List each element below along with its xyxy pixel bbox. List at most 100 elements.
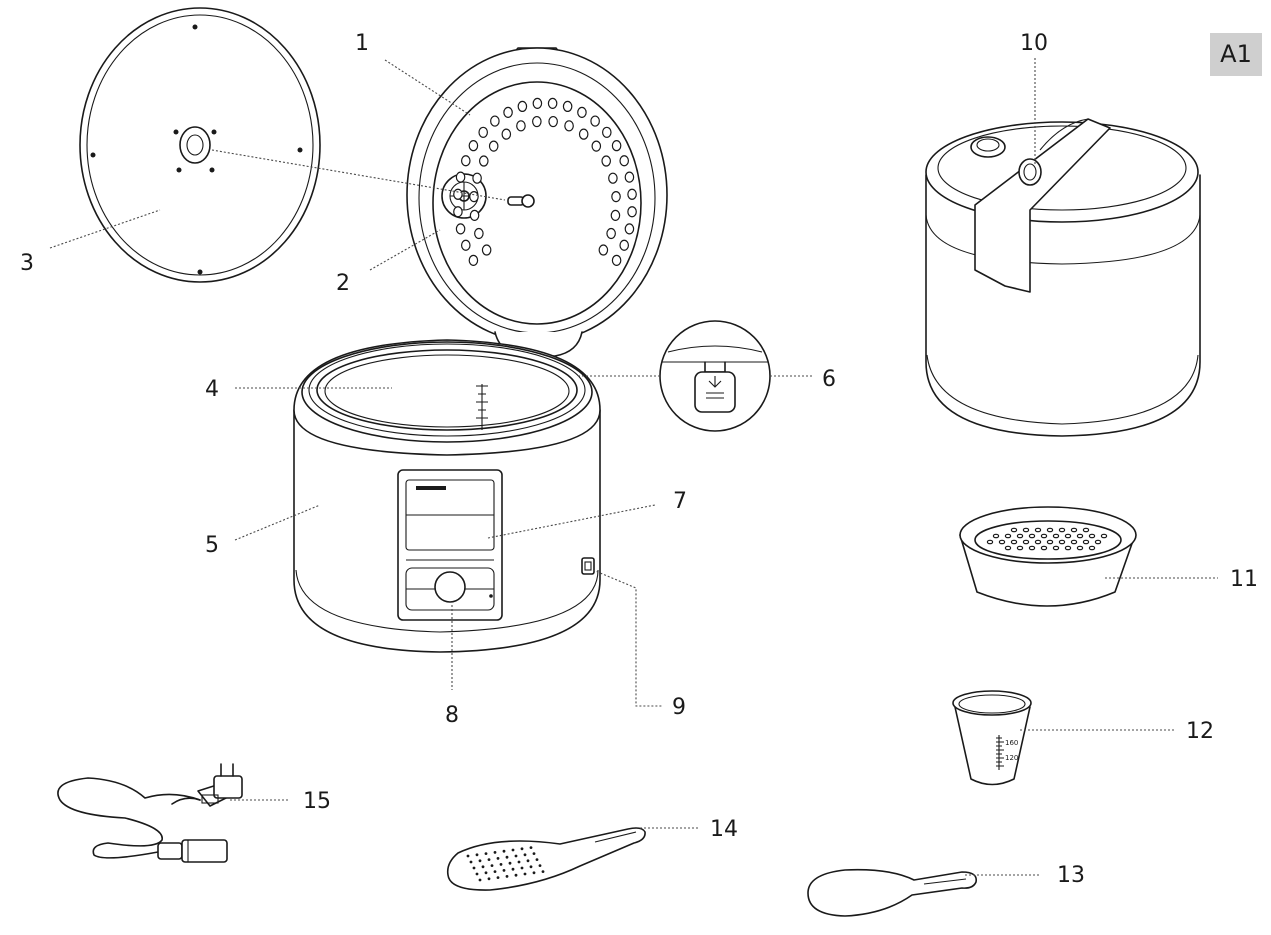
steamer-hole <box>1034 539 1042 545</box>
spatula-slot <box>496 876 500 879</box>
steamer-hole <box>1028 533 1036 539</box>
spatula-slot <box>520 847 524 851</box>
vent-hole <box>610 209 621 221</box>
callout-labels: 1 2 3 4 5 6 7 8 9 10 11 12 13 14 15 <box>20 31 1258 888</box>
spatula-slot <box>511 848 515 852</box>
vent-hole <box>472 172 482 184</box>
vent-hole <box>469 209 480 221</box>
spatula-slot <box>499 863 503 866</box>
spatula-slot <box>496 857 500 860</box>
opened-lid <box>406 47 668 357</box>
vent-hole <box>577 106 587 118</box>
steamer-hole <box>1070 539 1078 545</box>
spatula-slot <box>532 852 536 855</box>
vent-hole <box>516 120 526 132</box>
callout-13: 13 <box>1057 863 1085 888</box>
callout-11: 11 <box>1230 567 1258 592</box>
steamer-hole <box>1052 545 1060 551</box>
steamer-hole <box>998 539 1006 545</box>
figure-label-badge: A1 <box>1210 33 1262 76</box>
spatula-slot <box>478 859 482 863</box>
spatula-slot <box>523 853 527 857</box>
vent-hole <box>619 239 630 251</box>
spatula-slot <box>511 867 515 871</box>
vent-hole <box>503 106 513 118</box>
lid-latch-detail <box>659 320 771 432</box>
spatula-slot <box>475 872 479 876</box>
steamer-hole <box>1064 533 1072 539</box>
spatula-slot <box>475 853 479 857</box>
spatula-slot <box>487 877 491 881</box>
vent-hole <box>611 140 622 152</box>
vent-hole <box>547 97 558 109</box>
steamer-hole <box>1088 545 1096 551</box>
steamer-hole <box>1070 527 1078 533</box>
spatula-slot <box>484 871 488 875</box>
inner-lid-plate <box>79 7 321 283</box>
vent-hole <box>453 188 463 200</box>
vent-hole <box>481 244 492 256</box>
callout-5: 5 <box>205 533 219 558</box>
callout-3: 3 <box>20 251 34 276</box>
control-knob <box>434 571 466 603</box>
steamer-hole <box>1040 545 1048 551</box>
steamer-holes <box>986 527 1108 551</box>
vent-hole <box>598 244 609 256</box>
callout-2: 2 <box>336 271 350 296</box>
vent-hole <box>562 100 573 113</box>
spatula-slot <box>541 870 545 873</box>
steamer-hole <box>1064 545 1072 551</box>
measuring-cup: 160 120 <box>952 690 1032 786</box>
spatula-slot <box>520 866 524 870</box>
leader-lines <box>49 58 1218 876</box>
vent-hole <box>602 126 612 138</box>
vent-hole <box>532 97 543 109</box>
spatula-slot <box>517 860 521 864</box>
vent-hole <box>488 140 499 152</box>
vent-hole <box>611 254 622 266</box>
steamer-hole <box>1046 527 1054 533</box>
steamer-basket <box>959 506 1137 607</box>
vent-hole <box>455 223 466 235</box>
vent-hole <box>591 140 602 152</box>
callout-15: 15 <box>303 789 331 814</box>
vent-hole <box>460 155 471 167</box>
cup-mark-120: 120 <box>1005 754 1018 762</box>
steamer-hole <box>1022 527 1030 533</box>
callout-14: 14 <box>710 817 738 842</box>
callout-8: 8 <box>445 703 459 728</box>
spatula-slot <box>487 858 491 861</box>
spatula-slot <box>502 869 506 872</box>
steamer-hole <box>1094 539 1102 545</box>
spatula-slot <box>469 860 473 864</box>
steamer-hole <box>1040 533 1048 539</box>
steamer-hole <box>1034 527 1042 533</box>
spatula-slot <box>514 873 518 877</box>
spatula-slot <box>481 865 485 869</box>
spatula-slot <box>526 859 530 863</box>
cup-mark-160: 160 <box>1005 739 1018 747</box>
spatula-slots <box>466 846 545 882</box>
callout-10: 10 <box>1020 31 1048 56</box>
cooker-body <box>293 339 601 653</box>
steamer-hole <box>1004 533 1012 539</box>
steamer-hole <box>1082 539 1090 545</box>
figure-label: A1 <box>1220 40 1252 68</box>
vent-hole <box>478 155 489 167</box>
spatula-slot <box>493 870 497 873</box>
spatula-slot <box>508 861 512 865</box>
steamer-hole <box>1028 545 1036 551</box>
vent-hole <box>627 206 637 218</box>
power-cord <box>57 763 243 863</box>
steamer-hole <box>1082 527 1090 533</box>
vent-hole <box>532 115 542 128</box>
vent-hole <box>517 100 528 113</box>
steamer-hole <box>1016 533 1024 539</box>
vent-hole <box>611 191 621 203</box>
vent-hole <box>453 206 463 218</box>
vent-hole <box>468 140 479 152</box>
spatula-slot <box>523 872 527 876</box>
callout-1: 1 <box>355 31 369 56</box>
vent-hole <box>468 254 479 266</box>
